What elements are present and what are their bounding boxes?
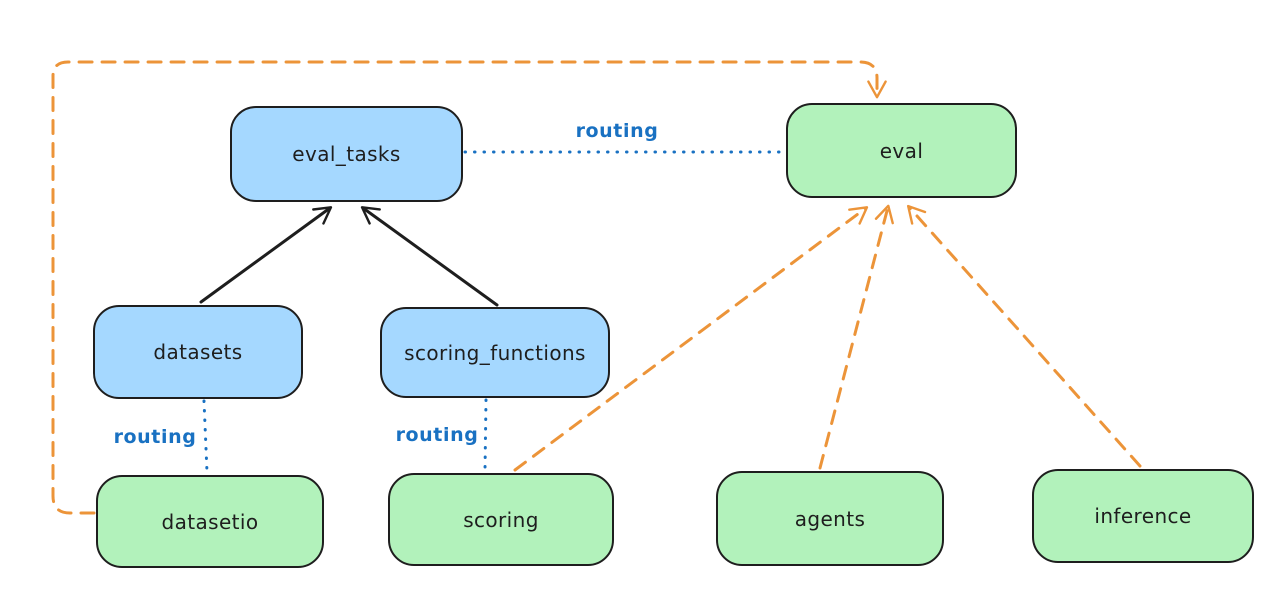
edge-inference-to-eval (907, 204, 1142, 468)
node-eval-label: eval (879, 138, 924, 163)
edge-label-routing-top: routing (575, 120, 659, 142)
edge-label-routing-datasets: routing (113, 426, 197, 448)
edge-scoring-functions-to-eval-tasks (360, 206, 499, 307)
node-datasets: datasets (93, 305, 303, 399)
node-inference: inference (1032, 469, 1254, 563)
node-scoring: scoring (388, 473, 614, 566)
node-datasetio: datasetio (96, 475, 324, 568)
node-eval-tasks-label: eval_tasks (292, 142, 401, 166)
node-inference-label: inference (1094, 504, 1192, 528)
node-scoring-functions: scoring_functions (380, 307, 610, 398)
node-datasetio-label: datasetio (161, 509, 259, 534)
edge-datasets-to-datasetio-routing (202, 399, 209, 474)
edge-label-routing-scoring: routing (395, 424, 479, 446)
edge-agents-to-eval (818, 204, 894, 470)
edge-datasetio-to-eval (51, 60, 887, 515)
node-scoring-functions-label: scoring_functions (404, 340, 586, 365)
node-eval: eval (786, 103, 1017, 198)
node-agents-label: agents (794, 506, 866, 531)
edge-scoring-to-eval (513, 206, 869, 472)
node-eval-tasks: eval_tasks (230, 106, 463, 202)
node-scoring-label: scoring (463, 507, 539, 532)
node-agents: agents (716, 471, 944, 566)
node-datasets-label: datasets (153, 340, 243, 364)
edge-datasets-to-eval-tasks (199, 206, 333, 304)
edge-scoring-functions-to-scoring-routing (483, 398, 488, 472)
